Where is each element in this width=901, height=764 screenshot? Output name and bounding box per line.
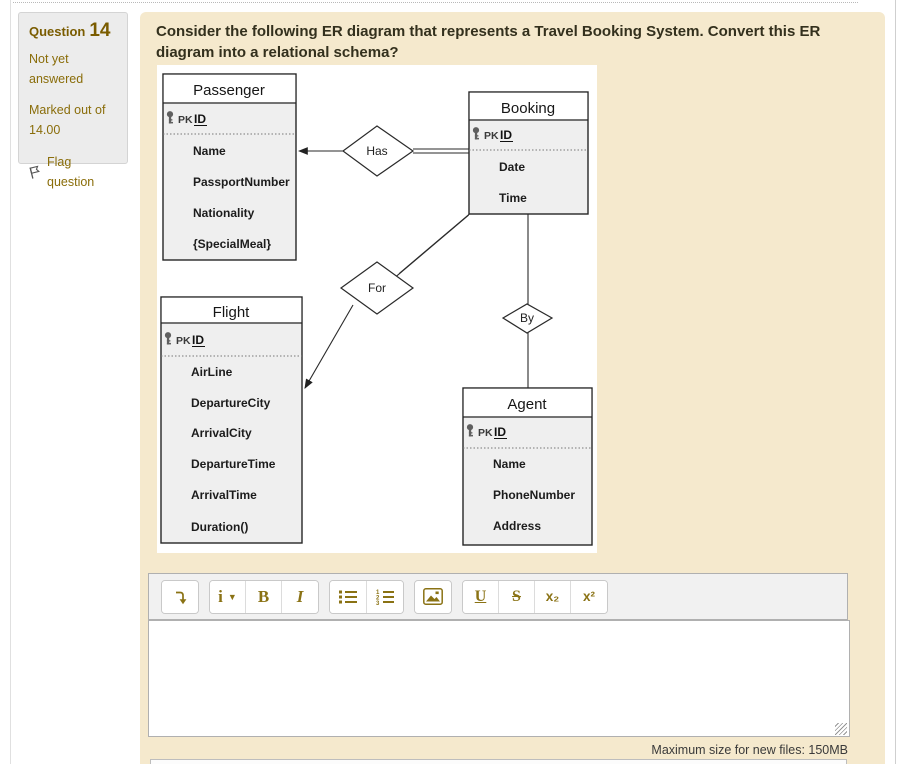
question-content-panel: Consider the following ER diagram that r… [140, 12, 885, 764]
entity-attribute: Address [493, 519, 541, 533]
collapse-arrow-icon [176, 591, 187, 604]
pk-label: PK [484, 130, 499, 142]
entity-title: Booking [501, 100, 555, 117]
entity-attribute: Name [193, 144, 226, 158]
italic-button[interactable]: I [282, 580, 318, 613]
superscript-button[interactable]: x² [571, 580, 607, 613]
entity-title: Passenger [193, 82, 265, 99]
pk-field: ID [500, 128, 512, 142]
question-text: Consider the following ER diagram that r… [156, 23, 821, 61]
subscript-label: x₂ [545, 589, 560, 604]
entity-attribute: {SpecialMeal} [193, 237, 271, 251]
underline-label: U [474, 587, 487, 605]
entity-passenger: Passenger PK ID Name PassportNumber Nati… [162, 73, 297, 261]
pk-field: ID [194, 112, 206, 126]
bold-button[interactable]: B [246, 580, 282, 613]
pk-label: PK [478, 427, 493, 439]
line-for-to-flight [304, 304, 354, 389]
entity-attribute: PassportNumber [193, 175, 290, 189]
answer-textarea[interactable] [148, 620, 850, 737]
strikethrough-button[interactable]: S [499, 580, 535, 613]
entity-attribute: ArrivalCity [191, 426, 252, 440]
file-picker-box[interactable] [150, 759, 847, 764]
svg-text:1: 1 [376, 590, 380, 596]
line-booking-to-for-2 [396, 214, 469, 277]
flag-icon [29, 165, 40, 179]
entity-flight: Flight PK ID AirLine DepartureCity Arriv… [160, 296, 303, 544]
toolbar-group-collapse [161, 579, 199, 614]
bullet-list-icon [339, 590, 357, 603]
numbered-list-icon: 1 2 3 [376, 590, 394, 605]
relationship-label: For [368, 281, 386, 295]
page-left-border [10, 0, 11, 764]
entity-attribute: DepartureTime [191, 457, 276, 471]
entity-attribute: DepartureCity [191, 396, 271, 410]
insert-image-button[interactable] [415, 580, 451, 613]
entity-attribute: Time [499, 191, 527, 205]
subscript-button[interactable]: x₂ [535, 580, 571, 613]
entity-attribute: AirLine [191, 365, 233, 379]
page-right-border [895, 0, 896, 764]
style-dropdown-label: i [218, 586, 223, 606]
toolbar-group-media [414, 579, 452, 614]
max-file-size-note: Maximum size for new files: 150MB [651, 743, 848, 757]
bold-label: B [257, 586, 270, 606]
relationship-by: By [501, 303, 554, 334]
question-number: 14 [89, 20, 111, 41]
question-label: Question [29, 24, 86, 39]
pk-label: PK [178, 114, 193, 126]
toolbar-group-text-effects: U S x₂ x² [462, 579, 608, 614]
svg-text:2: 2 [376, 595, 380, 601]
strikethrough-label: S [512, 587, 521, 605]
flag-question-label: Flag question [47, 155, 95, 189]
italic-label: I [296, 586, 304, 606]
flag-question-link[interactable]: Flag question [29, 152, 117, 192]
image-icon [423, 588, 443, 605]
entity-attribute: ArrivalTime [191, 488, 257, 502]
relationship-has: Has [341, 125, 415, 177]
editor-toolbar: i ▼ B I [148, 573, 848, 620]
relationship-for: For [339, 261, 415, 315]
svg-text:3: 3 [376, 601, 380, 605]
toolbar-collapse-button[interactable] [162, 580, 198, 613]
entity-attribute: Duration() [191, 520, 248, 534]
relationship-label: By [520, 311, 534, 325]
entity-agent: Agent PK ID Name PhoneNumber Address [462, 387, 593, 546]
entity-attribute: Nationality [193, 206, 255, 220]
question-status: Not yet answered [29, 52, 84, 86]
relationship-label: Has [366, 144, 387, 158]
relationship-lines [297, 147, 529, 389]
entity-title: Flight [213, 304, 251, 321]
underline-button[interactable]: U [463, 580, 499, 613]
er-diagram-image: Passenger PK ID Name PassportNumber Nati… [157, 65, 597, 553]
entity-title: Agent [507, 396, 547, 413]
page-top-dotted-divider [13, 2, 858, 3]
toolbar-group-format: i ▼ B I [209, 579, 319, 614]
superscript-label: x² [582, 589, 595, 604]
pk-field: ID [494, 425, 506, 439]
paragraph-style-dropdown[interactable]: i ▼ [210, 580, 246, 613]
question-marked-out-of: Marked out of 14.00 [29, 103, 106, 137]
pk-field: ID [192, 333, 204, 347]
ordered-list-button[interactable]: 1 2 3 [367, 580, 403, 613]
entity-attribute: Date [499, 160, 525, 174]
entity-booking: Booking PK ID Date Time [468, 91, 589, 215]
toolbar-group-lists: 1 2 3 [329, 579, 404, 614]
entity-attribute: Name [493, 457, 526, 471]
pk-label: PK [176, 335, 191, 347]
chevron-down-icon: ▼ [227, 591, 237, 602]
unordered-list-button[interactable] [330, 580, 367, 613]
entity-attribute: PhoneNumber [493, 488, 575, 502]
